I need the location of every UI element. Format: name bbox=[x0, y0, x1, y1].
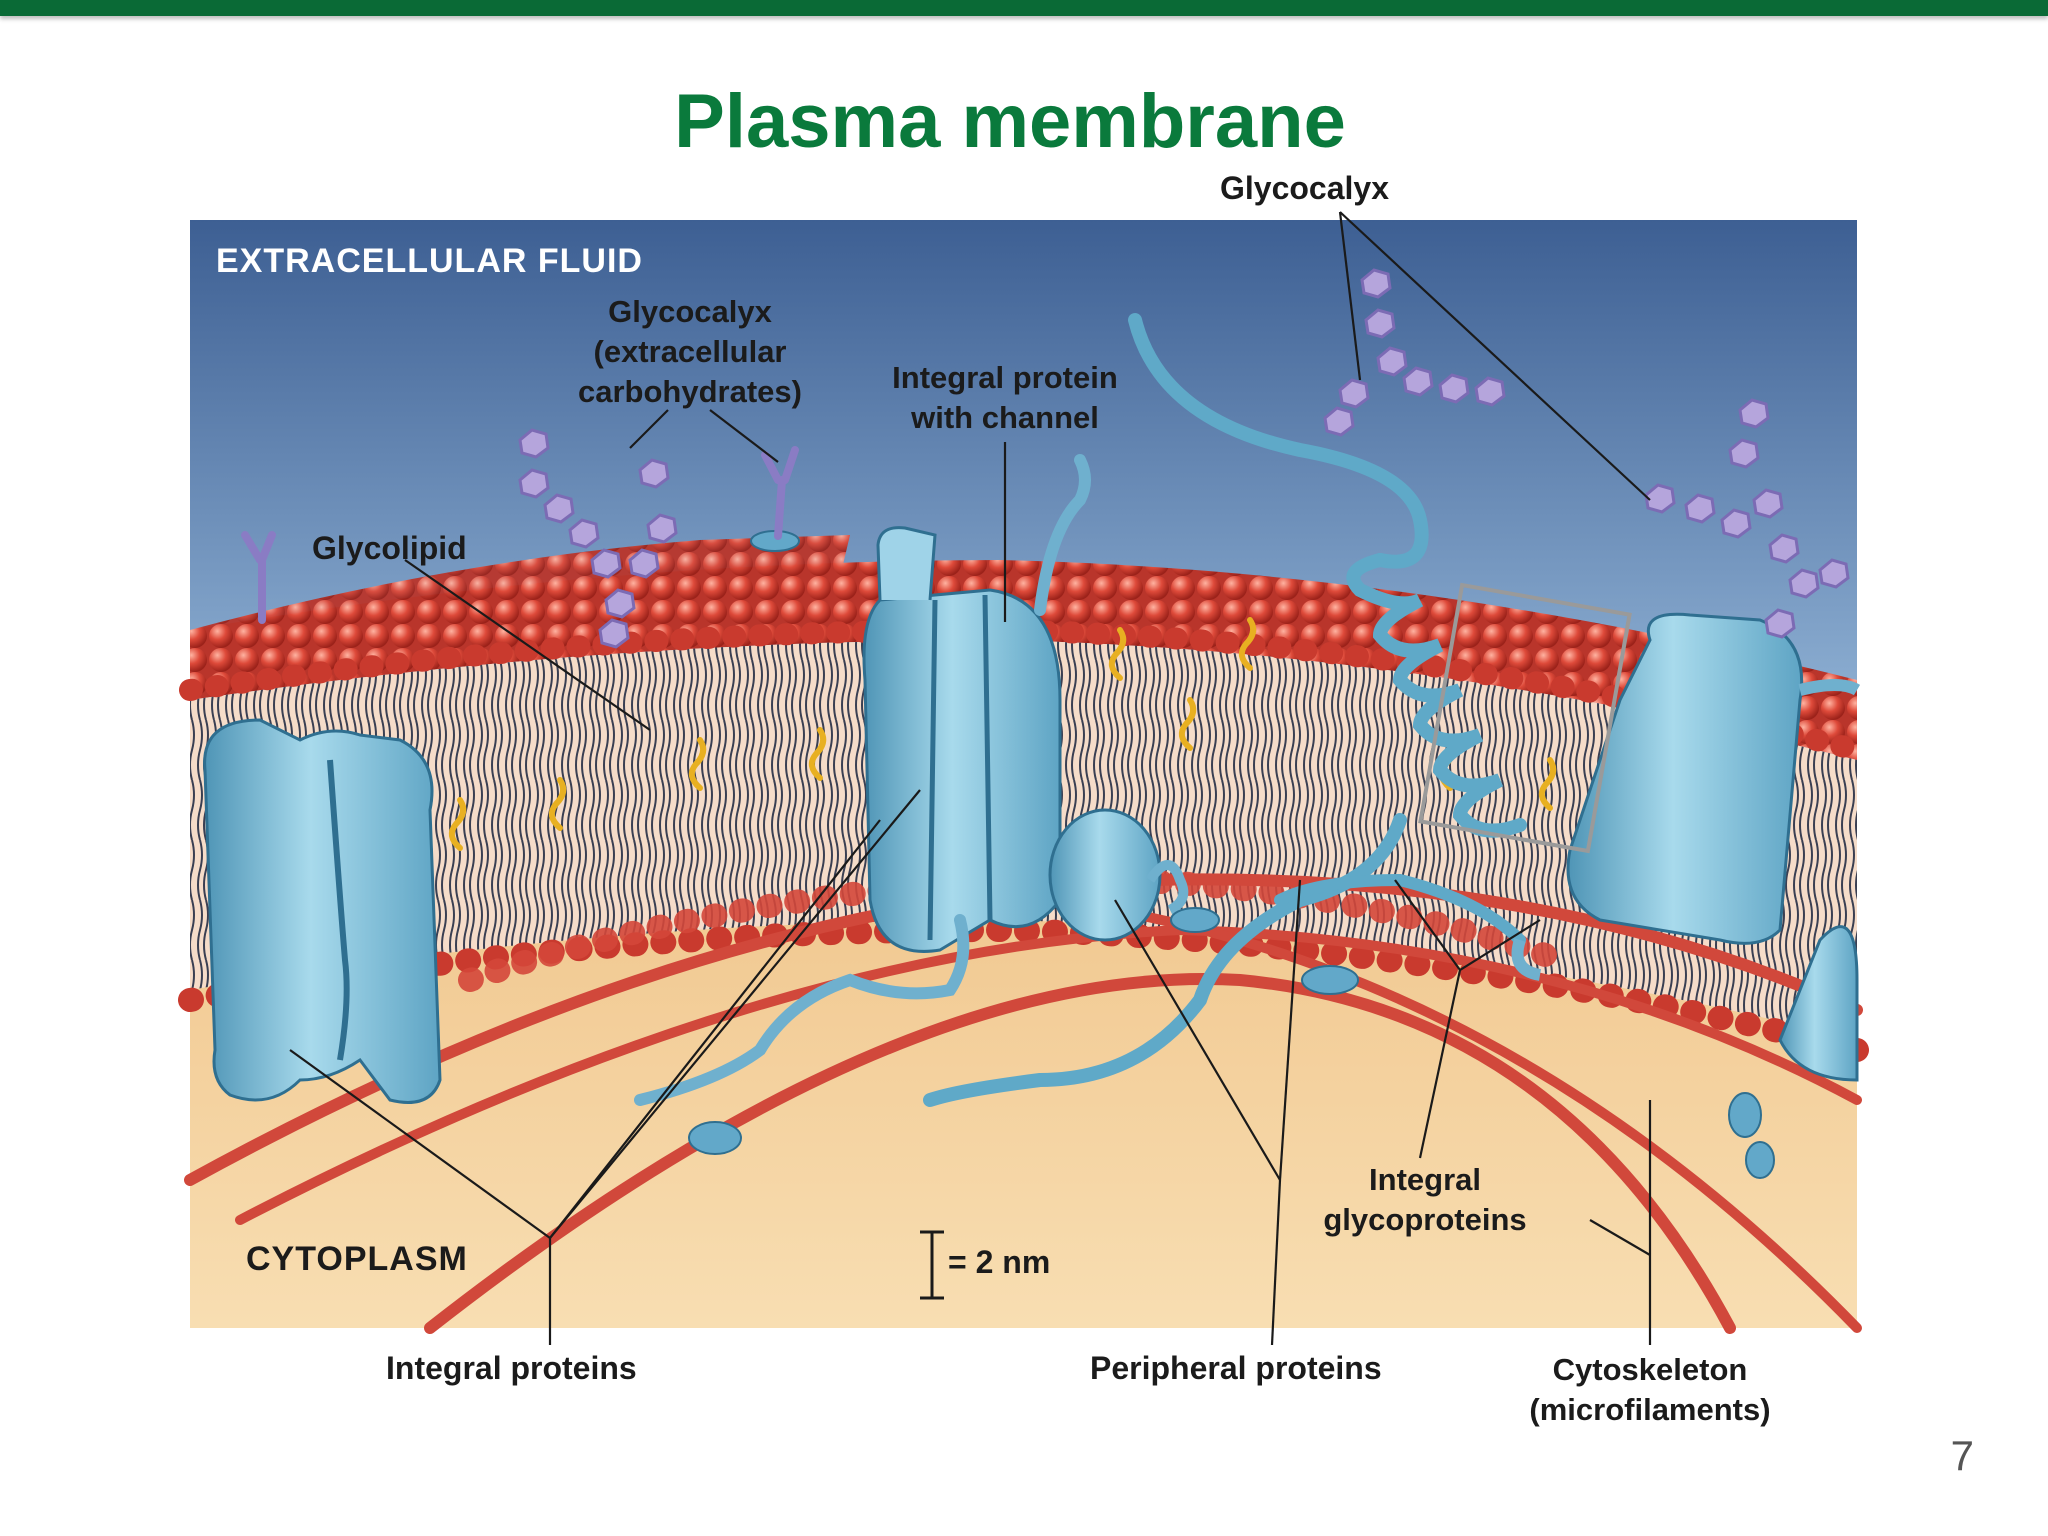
glycocalyx-top-label: Glycocalyx bbox=[1220, 170, 1389, 206]
glycocalyx-carbohydrates-label: Glycocalyx (extracellular carbohydrates) bbox=[550, 292, 830, 412]
glycolipid-label: Glycolipid bbox=[312, 530, 467, 566]
cytoskeleton-line-2: (microfilaments) bbox=[1529, 1392, 1771, 1427]
integral-protein-channel-line-2: with channel bbox=[911, 400, 1099, 435]
glycocalyx-carbs-line-1: Glycocalyx bbox=[608, 294, 772, 329]
integral-protein-channel bbox=[634, 454, 1091, 1106]
peripheral-protein bbox=[1048, 808, 1189, 942]
cytoskeleton-line-1: Cytoskeleton bbox=[1552, 1352, 1748, 1387]
scale-bar bbox=[920, 1230, 944, 1300]
integral-protein-left bbox=[203, 718, 442, 1104]
integral-glycoprotein-helix bbox=[923, 313, 1527, 1107]
glycocalyx-carbs-line-2: (extracellular bbox=[593, 334, 787, 369]
integral-glycoproteins-line-1: Integral bbox=[1369, 1162, 1481, 1197]
slide-title: Plasma membrane bbox=[674, 79, 1346, 164]
cytoskeleton-label: Cytoskeleton (microfilaments) bbox=[1500, 1350, 1800, 1430]
glycocalyx-carbs-line-3: carbohydrates) bbox=[578, 374, 802, 409]
page-number: 7 bbox=[1950, 1432, 1974, 1479]
leader-lines bbox=[289, 211, 1652, 1346]
integral-glycoproteins-label: Integral glycoproteins bbox=[1300, 1160, 1550, 1240]
top-accent-bar bbox=[0, 0, 2048, 16]
integral-glycoprotein-right bbox=[1511, 612, 1861, 1082]
membrane-top-surface-back bbox=[190, 535, 850, 660]
bilayer-detail-box bbox=[1418, 582, 1632, 854]
integral-protein-channel-label: Integral protein with channel bbox=[860, 358, 1150, 438]
integral-proteins-label: Integral proteins bbox=[386, 1350, 637, 1386]
glycolipids bbox=[241, 446, 800, 624]
integral-protein-channel-line-1: Integral protein bbox=[892, 360, 1118, 395]
extracellular-fluid-label: EXTRACELLULAR FLUID bbox=[216, 242, 643, 280]
scale-bar-label: = 2 nm bbox=[948, 1244, 1051, 1280]
filament-linker-proteins bbox=[688, 907, 1775, 1179]
peripheral-proteins-label: Peripheral proteins bbox=[1090, 1350, 1382, 1386]
cytoplasm-label: CYTOPLASM bbox=[246, 1240, 468, 1278]
integral-glycoproteins-line-2: glycoproteins bbox=[1323, 1202, 1527, 1237]
carbohydrate-chains bbox=[518, 268, 1850, 649]
